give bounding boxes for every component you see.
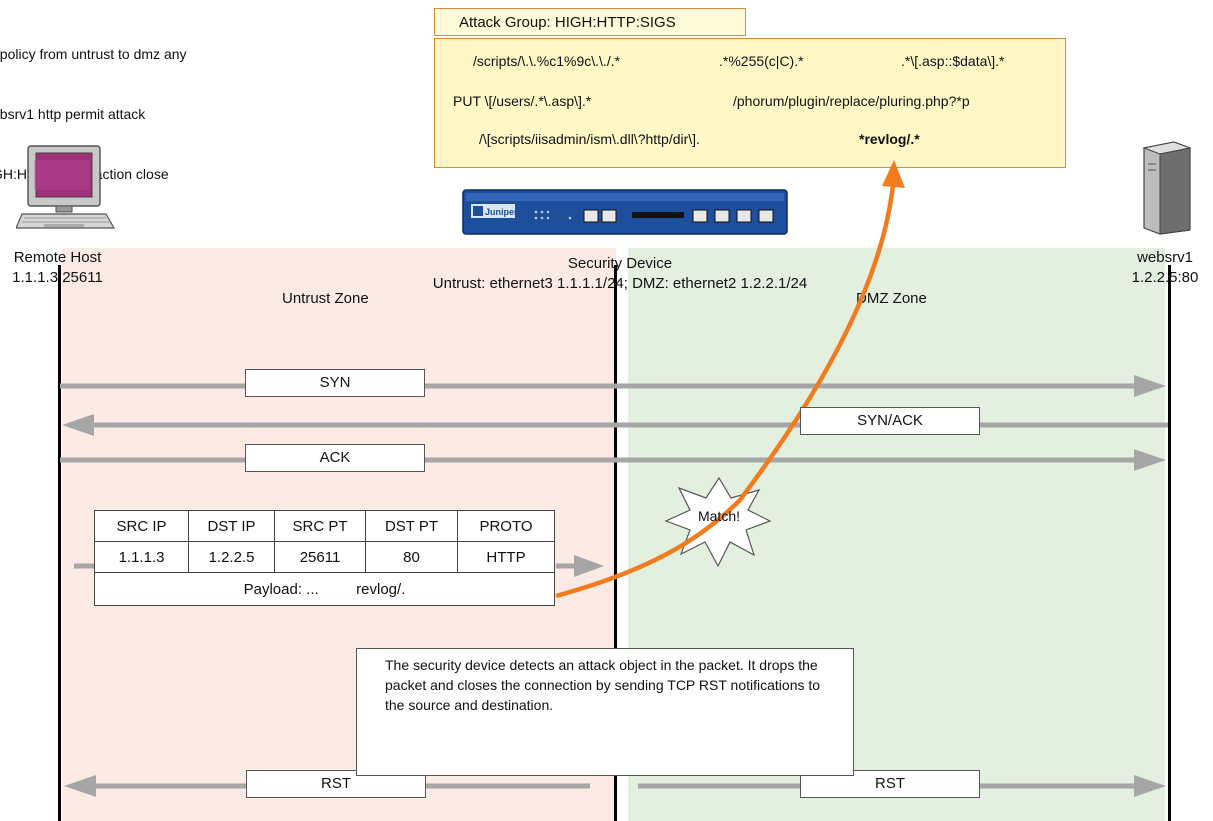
packet-value-cell: HTTP xyxy=(457,541,555,573)
packet-header-cell: SRC PT xyxy=(274,510,366,542)
signature: .*%255(c|C).* xyxy=(719,53,804,69)
synack-label: SYN/ACK xyxy=(800,407,980,435)
signature: .*\[.asp::$data\].* xyxy=(901,53,1005,69)
attack-group-signatures: /scripts/\.\.%c1%9c\.\./.* .*%255(c|C).*… xyxy=(434,38,1066,168)
server-lifeline xyxy=(1168,265,1171,821)
packet-value-cell: 80 xyxy=(365,541,458,573)
security-device-interfaces: Untrust: ethernet3 1.1.1.1/24; DMZ: ethe… xyxy=(432,275,808,292)
payload-value: revlog/. xyxy=(356,580,406,598)
packet-header-cell: PROTO xyxy=(457,510,555,542)
server-icon xyxy=(1142,141,1192,235)
packet-header-row: SRC IP DST IP SRC PT DST PT PROTO xyxy=(94,510,555,542)
note-box: The security device detects an attack ob… xyxy=(356,648,854,776)
security-device-name: Security Device xyxy=(567,255,673,272)
packet-payload-row: Payload: ... revlog/. xyxy=(94,572,555,606)
device-brand: Juniper xyxy=(485,207,518,217)
packet-header-cell: SRC IP xyxy=(94,510,189,542)
packet-header-cell: DST IP xyxy=(188,510,275,542)
server-name: websrv1 xyxy=(1137,249,1193,266)
rst-left-label: RST xyxy=(246,770,426,798)
server-label: websrv1 1.2.2.5:80 xyxy=(1110,248,1213,288)
packet-table: SRC IP DST IP SRC PT DST PT PROTO 1.1.1.… xyxy=(94,510,555,606)
server-address: 1.2.2.5:80 xyxy=(1131,269,1199,286)
syn-label: SYN xyxy=(245,369,425,397)
untrust-zone-label: Untrust Zone xyxy=(282,290,369,307)
policy-command: t policy from untrust to dmz any ebsrv1 … xyxy=(0,4,187,204)
match-arrow xyxy=(555,184,896,599)
packet-value-cell: 1.1.1.3 xyxy=(94,541,189,573)
policy-command-line: t policy from untrust to dmz any xyxy=(0,46,187,62)
signature: /scripts/\.\.%c1%9c\.\./.* xyxy=(473,53,621,69)
policy-command-line: ebsrv1 http permit attack xyxy=(0,106,146,122)
computer-icon xyxy=(16,145,116,229)
attack-group-title: Attack Group: HIGH:HTTP:SIGS xyxy=(434,8,746,36)
match-label: Match! xyxy=(697,508,740,524)
security-device-lifeline xyxy=(614,265,617,821)
remote-host-name: Remote Host xyxy=(13,249,102,266)
matched-signature: *revlog/.* xyxy=(859,131,920,147)
remote-host-lifeline xyxy=(58,265,61,821)
packet-value-cell: 1.2.2.5 xyxy=(188,541,275,573)
remote-host-label: Remote Host 1.1.1.3:25611 xyxy=(0,248,115,288)
packet-header-cell: DST PT xyxy=(365,510,458,542)
ack-label: ACK xyxy=(245,444,425,472)
security-device-icon: Juniper xyxy=(462,189,788,235)
dmz-zone-label: DMZ Zone xyxy=(856,290,927,307)
packet-value-row: 1.1.1.3 1.2.2.5 25611 80 HTTP xyxy=(94,541,555,573)
signature: /\[scripts/iisadmin/ism\.dll\?http/dir\]… xyxy=(479,131,700,147)
payload-label: Payload: ... xyxy=(243,580,319,598)
remote-host-address: 1.1.1.3:25611 xyxy=(12,269,103,286)
packet-value-cell: 25611 xyxy=(274,541,366,573)
security-device-label: Security Device Untrust: ethernet3 1.1.1… xyxy=(370,254,870,294)
signature: /phorum/plugin/replace/pluring.php?*p xyxy=(733,93,970,109)
packet-payload-cell: Payload: ... revlog/. xyxy=(94,572,555,606)
signature: PUT \[/users/.*\.asp\].* xyxy=(453,93,592,109)
